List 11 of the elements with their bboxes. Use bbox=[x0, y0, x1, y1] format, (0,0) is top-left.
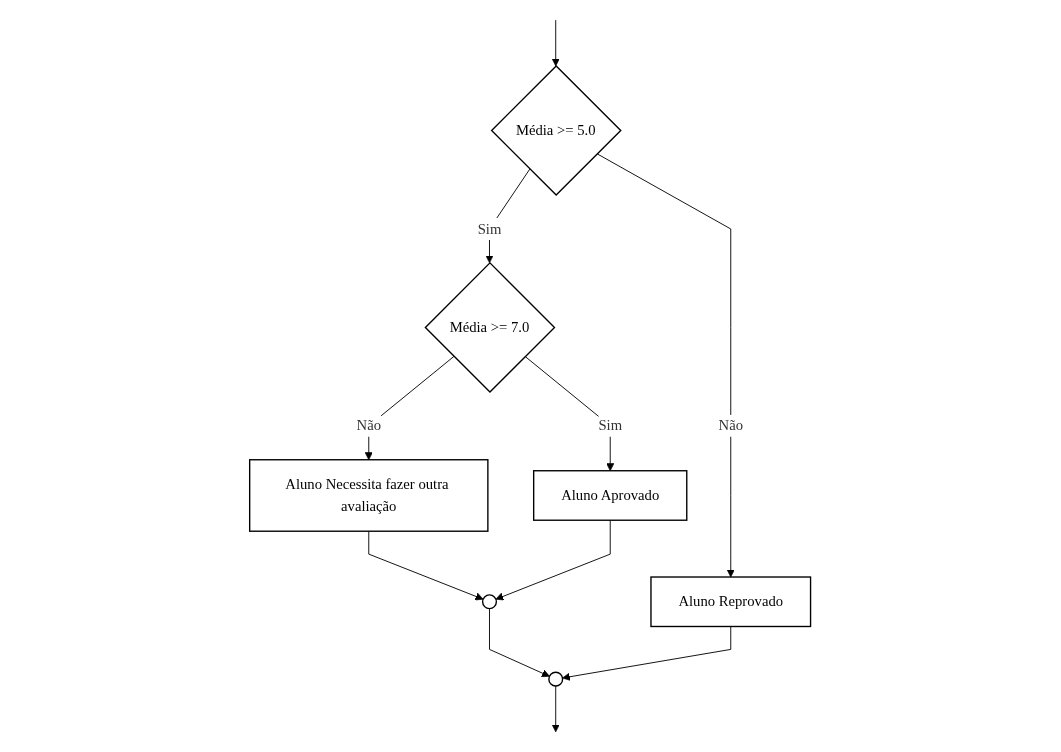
node-box: Aluno Reprovado bbox=[650, 576, 812, 628]
edge-label: Sim bbox=[478, 220, 502, 237]
node-box: Aluno Aprovado bbox=[533, 470, 688, 521]
node-diamond: Média >= 5.0 bbox=[491, 65, 623, 197]
edge-label: Não bbox=[718, 417, 744, 434]
node-circle bbox=[548, 671, 564, 687]
node-diamond: Média >= 7.0 bbox=[424, 261, 556, 393]
node-box: Aluno Necessita fazer outra avaliação bbox=[249, 459, 489, 532]
edge-label: Sim bbox=[598, 417, 623, 434]
edge-label: Não bbox=[356, 417, 382, 434]
node-circle bbox=[482, 594, 498, 610]
